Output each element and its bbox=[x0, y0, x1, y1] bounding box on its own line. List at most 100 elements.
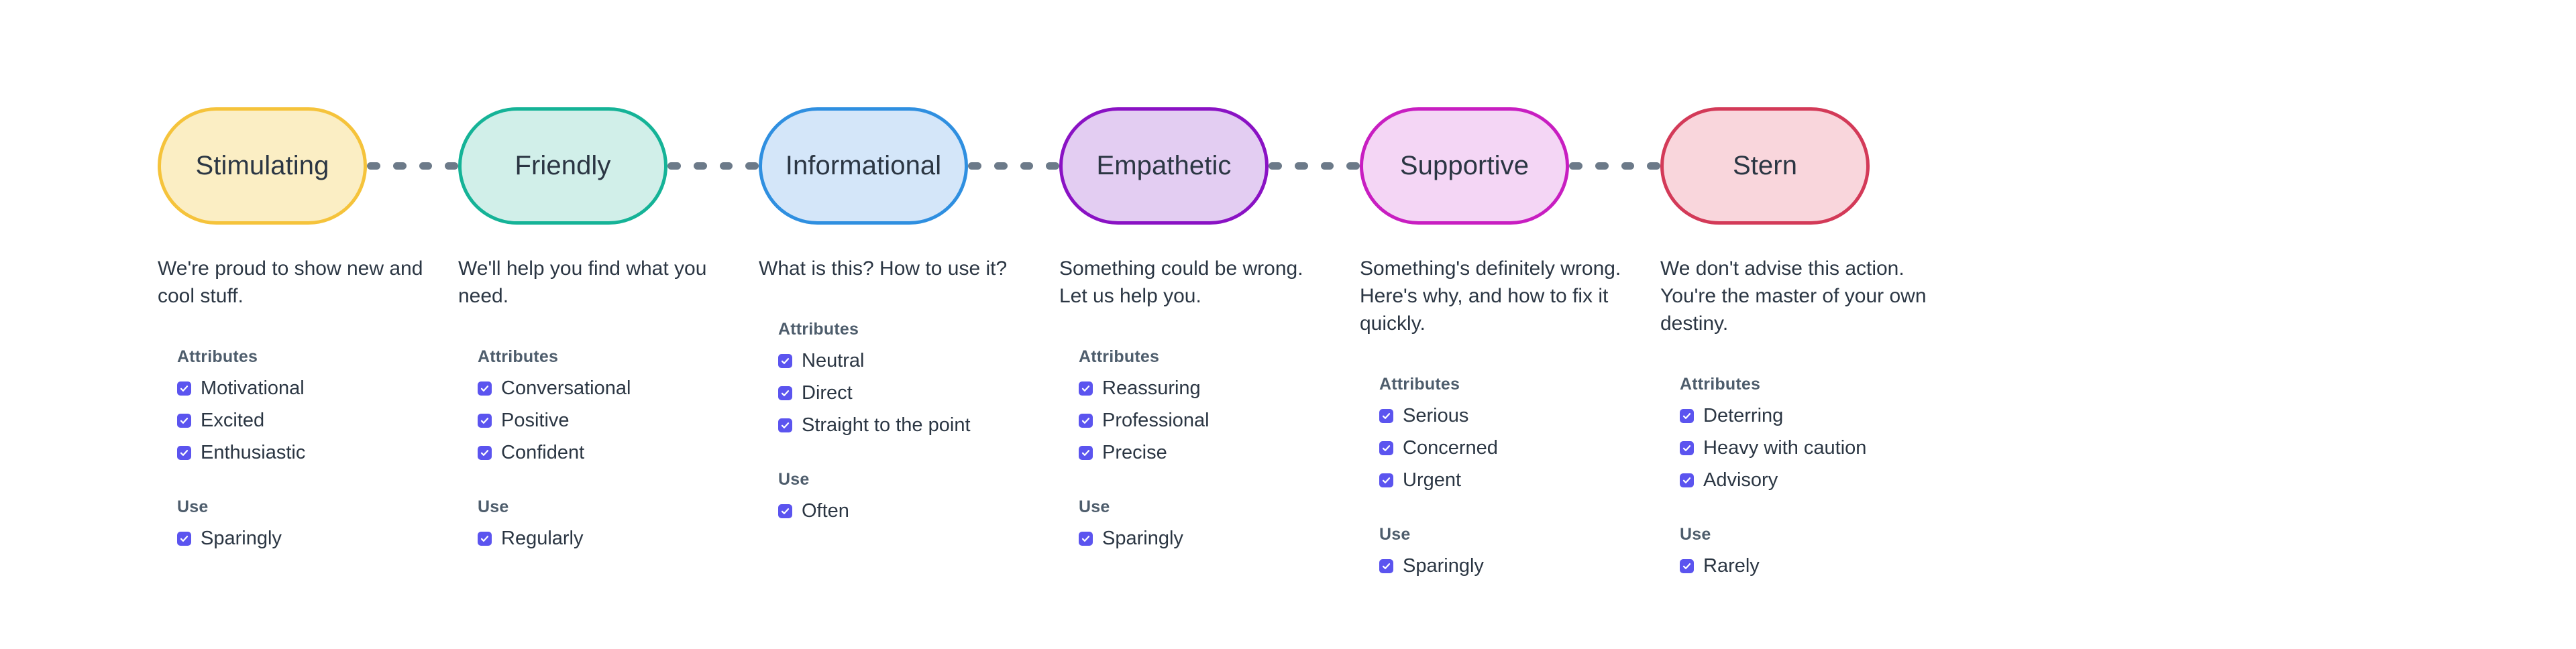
checkbox-row[interactable]: Sparingly bbox=[1379, 550, 1660, 582]
checkmark-icon[interactable] bbox=[778, 504, 792, 518]
checkbox-label: Direct bbox=[802, 381, 853, 404]
checkmark-icon[interactable] bbox=[1379, 440, 1393, 455]
tone-pill-empathetic[interactable]: Empathetic bbox=[1059, 107, 1269, 225]
checkmark-icon[interactable] bbox=[1379, 558, 1393, 573]
checkmark-icon[interactable] bbox=[778, 386, 792, 400]
checkmark-icon[interactable] bbox=[1379, 408, 1393, 423]
checkbox-row[interactable]: Straight to the point bbox=[778, 409, 1059, 441]
checkmark-icon[interactable] bbox=[177, 413, 191, 428]
checkbox-label: Sparingly bbox=[1403, 554, 1484, 577]
checkbox-row[interactable]: Often bbox=[778, 495, 1059, 527]
checkmark-icon[interactable] bbox=[478, 445, 492, 460]
checkmark-icon[interactable] bbox=[478, 413, 492, 428]
checkmark-icon[interactable] bbox=[478, 531, 492, 546]
tone-pill-stern[interactable]: Stern bbox=[1660, 107, 1870, 225]
checkbox-row[interactable]: Rarely bbox=[1680, 550, 1961, 582]
checkbox-row[interactable]: Confident bbox=[478, 436, 759, 469]
checkbox-row[interactable]: Excited bbox=[177, 404, 458, 436]
checkmark-icon[interactable] bbox=[1680, 440, 1694, 455]
checkmark-icon[interactable] bbox=[1680, 558, 1694, 573]
tone-attributes-heading: Attributes bbox=[177, 347, 258, 366]
checkmark-icon[interactable] bbox=[478, 381, 492, 396]
connector-dash bbox=[1647, 162, 1660, 170]
tone-attributes-heading: Attributes bbox=[778, 320, 859, 339]
tone-use-heading: Use bbox=[778, 470, 810, 489]
checkmark-icon[interactable] bbox=[1680, 408, 1694, 423]
tone-pill-stimulating[interactable]: Stimulating bbox=[158, 107, 367, 225]
dashed-connector bbox=[367, 162, 458, 170]
checkbox-label: Concerned bbox=[1403, 436, 1498, 459]
tone-pill-friendly[interactable]: Friendly bbox=[458, 107, 667, 225]
dashed-connector bbox=[968, 162, 1059, 170]
checkmark-icon[interactable] bbox=[1379, 473, 1393, 487]
tone-column-stern: We don't advise this action. You're the … bbox=[1660, 255, 1961, 582]
checkmark-icon[interactable] bbox=[177, 381, 191, 396]
tone-use-list: Often bbox=[778, 495, 1059, 527]
checkmark-icon[interactable] bbox=[778, 353, 792, 368]
checkbox-row[interactable]: Precise bbox=[1079, 436, 1360, 469]
checkbox-row[interactable]: Regularly bbox=[478, 522, 759, 554]
tone-use-heading: Use bbox=[1379, 525, 1411, 544]
checkbox-row[interactable]: Heavy with caution bbox=[1680, 432, 1961, 464]
checkmark-icon[interactable] bbox=[1079, 381, 1093, 396]
tone-pill-label: Friendly bbox=[515, 151, 611, 180]
checkmark-icon[interactable] bbox=[1079, 445, 1093, 460]
checkbox-label: Often bbox=[802, 499, 849, 522]
checkmark-icon[interactable] bbox=[1079, 531, 1093, 546]
checkbox-row[interactable]: Deterring bbox=[1680, 400, 1961, 432]
tone-column-empathetic: Something could be wrong. Let us help yo… bbox=[1059, 255, 1360, 582]
tone-use-list: Regularly bbox=[478, 522, 759, 554]
checkmark-icon[interactable] bbox=[778, 418, 792, 432]
checkmark-icon[interactable] bbox=[1680, 473, 1694, 487]
checkbox-row[interactable]: Enthusiastic bbox=[177, 436, 458, 469]
checkbox-row[interactable]: Neutral bbox=[778, 345, 1059, 377]
tone-column-friendly: We'll help you find what you need. Attrib… bbox=[458, 255, 759, 582]
connector-dash bbox=[1046, 162, 1059, 170]
connector-dash bbox=[693, 162, 707, 170]
checkbox-row[interactable]: Advisory bbox=[1680, 464, 1961, 496]
connector-dash bbox=[1269, 162, 1282, 170]
checkbox-row[interactable]: Sparingly bbox=[1079, 522, 1360, 554]
tone-column-supportive: Something's definitely wrong. Here's why… bbox=[1360, 255, 1660, 582]
tone-use-heading: Use bbox=[177, 497, 209, 516]
tone-pill-supportive[interactable]: Supportive bbox=[1360, 107, 1569, 225]
checkmark-icon[interactable] bbox=[177, 531, 191, 546]
checkbox-row[interactable]: Serious bbox=[1379, 400, 1660, 432]
checkbox-label: Enthusiastic bbox=[201, 441, 306, 463]
checkbox-row[interactable]: Reassuring bbox=[1079, 372, 1360, 404]
tone-use-list: Sparingly bbox=[1079, 522, 1360, 554]
connector-dash bbox=[445, 162, 458, 170]
checkbox-row[interactable]: Direct bbox=[778, 377, 1059, 409]
checkbox-row[interactable]: Sparingly bbox=[177, 522, 458, 554]
checkbox-row[interactable]: Professional bbox=[1079, 404, 1360, 436]
checkbox-row[interactable]: Urgent bbox=[1379, 464, 1660, 496]
checkbox-row[interactable]: Conversational bbox=[478, 372, 759, 404]
checkmark-icon[interactable] bbox=[1079, 413, 1093, 428]
checkbox-row[interactable]: Motivational bbox=[177, 372, 458, 404]
connector-dash bbox=[1320, 162, 1334, 170]
tone-pill-label: Stern bbox=[1732, 151, 1798, 180]
connector-dash bbox=[367, 162, 380, 170]
checkbox-row[interactable]: Concerned bbox=[1379, 432, 1660, 464]
tone-pill-informational[interactable]: Informational bbox=[759, 107, 968, 225]
checkbox-row[interactable]: Positive bbox=[478, 404, 759, 436]
tone-description: We'll help you find what you need. bbox=[458, 257, 707, 307]
connector-dash bbox=[1346, 162, 1360, 170]
checkbox-label: Serious bbox=[1403, 404, 1469, 426]
tone-pill-label: Informational bbox=[785, 151, 942, 180]
connector-dash bbox=[994, 162, 1008, 170]
checkmark-icon[interactable] bbox=[177, 445, 191, 460]
